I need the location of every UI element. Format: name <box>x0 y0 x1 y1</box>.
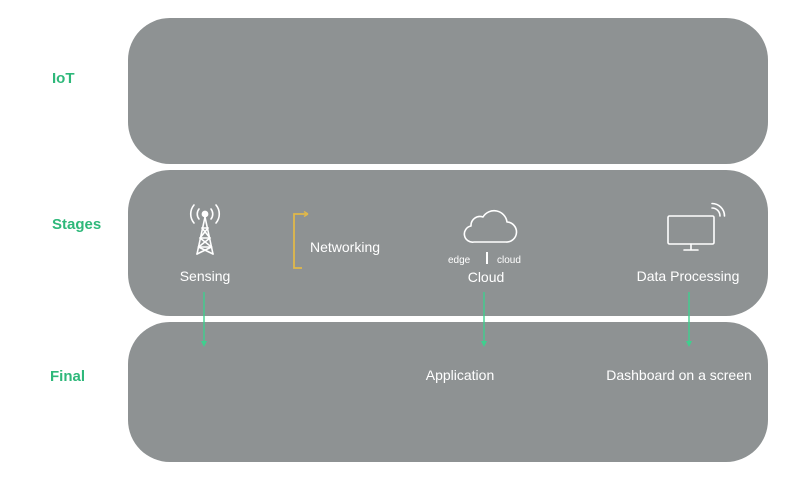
monitor-wifi-icon <box>667 202 726 251</box>
band-stages <box>128 170 768 316</box>
stage-cloud-label: Cloud <box>467 269 505 285</box>
stage-networking-label: Networking <box>310 239 381 255</box>
row-label-iot: IoT <box>52 70 75 87</box>
cloud-cloud-label: cloud <box>497 255 521 266</box>
cloud-divider <box>486 252 488 264</box>
arrow-sensing-head <box>201 341 207 347</box>
final-application-label: Application <box>425 367 495 383</box>
stage-sensing-label: Sensing <box>179 268 231 284</box>
row-label-stages: Stages <box>52 216 102 233</box>
row-label-final: Final <box>50 368 86 385</box>
band-iot <box>128 18 768 164</box>
arrow-cloud-head <box>481 341 487 347</box>
final-dashboard-label: Dashboard on a screen <box>606 367 752 383</box>
cloud-edge-label: edge <box>448 255 471 266</box>
arrow-processing-head <box>686 341 692 347</box>
bracket-icon <box>293 211 309 269</box>
band-final <box>128 322 768 462</box>
cloud-icon <box>463 209 518 243</box>
stage-data-processing-label: Data Processing <box>636 268 740 284</box>
antenna-tower-icon <box>189 204 221 255</box>
